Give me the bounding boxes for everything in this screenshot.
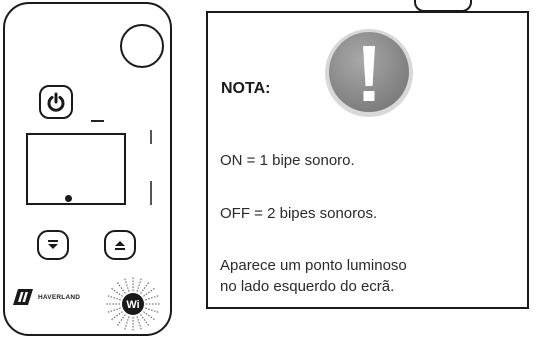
- wifi-icon: Wi: [106, 277, 160, 331]
- wifi-ray: [116, 281, 126, 294]
- down-button[interactable]: [37, 230, 69, 260]
- thermostat-device: HAVERLAND Wi: [3, 2, 172, 336]
- note-line-on: ON = 1 bipe sonoro.: [220, 152, 355, 169]
- wifi-ray: [110, 287, 123, 297]
- wifi-ray: [136, 278, 142, 292]
- wifi-ray: [110, 311, 123, 321]
- power-indicator-dash: [91, 120, 104, 122]
- haverland-logo-icon: [13, 289, 33, 305]
- wifi-ray: [145, 295, 159, 301]
- note-line-off: OFF = 2 bipes sonoros.: [220, 205, 378, 222]
- wifi-ray: [143, 311, 156, 321]
- side-tick-mark: [150, 130, 152, 144]
- wifi-ray: [107, 307, 121, 313]
- wifi-ray: [124, 278, 130, 292]
- wifi-ray: [140, 314, 150, 327]
- wifi-ray: [136, 316, 142, 330]
- up-button[interactable]: [104, 230, 136, 260]
- exclamation-icon: [325, 29, 413, 117]
- device-screen: [26, 133, 126, 205]
- brand-name: HAVERLAND: [38, 293, 81, 301]
- wifi-ray: [124, 316, 130, 330]
- wifi-ray: [143, 287, 156, 297]
- chevron-up-icon: [115, 241, 125, 250]
- note-panel: NOTA: ON = 1 bipe sonoro. OFF = 2 bipes …: [206, 11, 529, 309]
- wifi-ray: [107, 295, 121, 301]
- brand-logo: HAVERLAND: [11, 287, 80, 307]
- wifi-badge-text: Wi: [126, 299, 139, 311]
- screen-indicator-dot: [65, 195, 72, 202]
- note-line-indicator-1: Aparece um ponto luminoso: [220, 257, 407, 274]
- note-line-indicator-2: no lado esquerdo do ecrã.: [220, 278, 395, 295]
- power-icon: [47, 92, 65, 112]
- wifi-ray: [145, 307, 159, 313]
- note-title: NOTA:: [221, 80, 271, 97]
- side-tick-mark: [150, 181, 152, 205]
- wifi-ray: [116, 314, 126, 327]
- chevron-down-icon: [48, 240, 58, 249]
- wifi-ray: [140, 281, 150, 294]
- power-button[interactable]: [39, 85, 73, 119]
- sensor-circle: [120, 24, 164, 68]
